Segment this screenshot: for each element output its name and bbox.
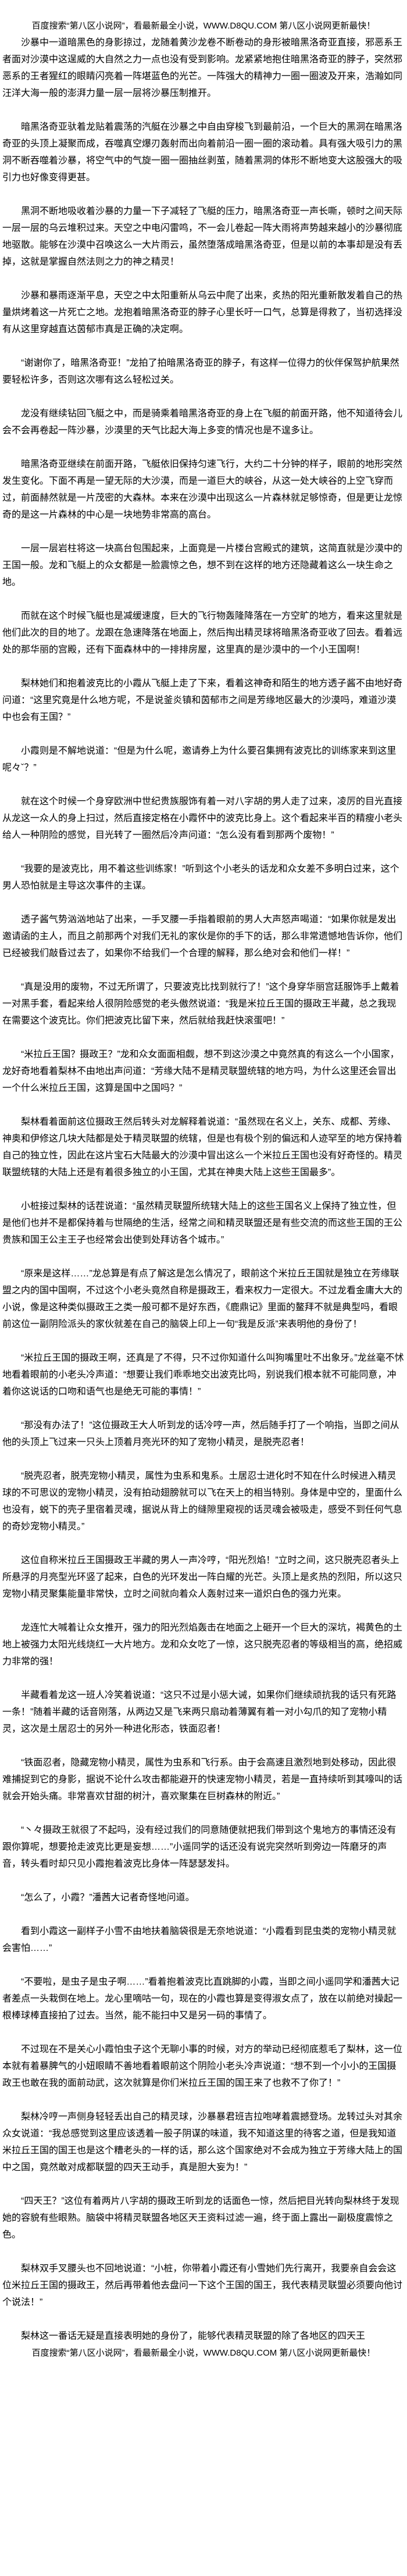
paragraph: 就在这个时候一个身穿欧洲中世纪贵族服饰有着一对八字胡的男人走了过来，凌厉的目光直… [2, 797, 403, 840]
paragraph: “四天王？”这位有着两片八字胡的摄政王听到龙的话面色一惊，然后把目光转向梨林终于… [2, 2196, 399, 2240]
paragraph: 龙连忙大喊着让众女推开，强力的阳光烈焰轰击在地面之上砸开一个巨大的深坑，褐黄色的… [2, 1623, 403, 1667]
site-banner-top: 百度搜索“第八区小说网”，看最新最全小说，WWW.D8QU.COM 第八区小说网… [31, 21, 376, 31]
paragraph: “铁面忍者，隐藏宠物小精灵，属性为虫系和飞行系。由于会高速且激烈地到处移动，因此… [2, 1758, 403, 1801]
paragraph: 黑洞不断地吸收着沙暴的力量一下子减轻了飞艇的压力，暗黑洛奇亚一声长嘶，顿时之间天… [2, 206, 403, 267]
paragraph: “怎么了，小霞？”潘茜大记者奇怪地问道。 [21, 1893, 195, 1903]
paragraph: “原来是这样……”龙总算是有点了解这是怎么情况了，眼前这个米拉丘王国就是独立在芳… [2, 1269, 403, 1329]
paragraph: 暗黑洛奇亚继续在前面开路，飞艇依旧保持匀速飞行，大约二十分钟的样子，眼前的地形突… [2, 459, 403, 520]
paragraph: “真是没用的废物，不过无所谓了，只要波克比找到就行了！”这个身穿华丽宫廷服饰手上… [2, 982, 399, 1026]
paragraph: “那没有办法了！”这位摄政王大人听到龙的话冷哼一声，然后随手打了一个响指，当即之… [2, 1421, 399, 1447]
paragraph: 梨林她们和抱着波克比的小霞从飞艇上走了下来，看着这神奇和陌生的地方透子酱不由地好… [2, 679, 403, 722]
paragraph: “脱壳忍者，脱壳宠物小精灵，属性为虫系和鬼系。土居忍士进化时不知在什么时候进入精… [2, 1471, 403, 1532]
paragraph: 暗黑洛奇亚驮着龙贴着震荡的汽艇在沙暴之中自由穿梭飞到最前沿，一个巨大的黑洞在暗黑… [2, 122, 403, 183]
chapter-content: 沙暴中一道暗黑色的身影掠过，龙随着黄沙龙卷不断卷动的身形被暗黑洛奇亚直接，邪恶系… [2, 34, 405, 2345]
paragraph: 一层一层岩柱将这一块高台包围起来，上面竟是一片楼台宫殿式的建筑，这简直就是沙漠中… [2, 544, 403, 587]
paragraph: 这位自称米拉丘王国摄政王半藏的男人一声冷哼，“阳光烈焰！”立时之间，这只脱壳忍者… [2, 1555, 403, 1599]
paragraph: 小桩接过梨林的话茬说道：“虽然精灵联盟所统辖大陆上的这些王国名义上保持了独立性，… [2, 1201, 403, 1245]
paragraph: 沙暴中一道暗黑色的身影掠过，龙随着黄沙龙卷不断卷动的身形被暗黑洛奇亚直接，邪恶系… [2, 38, 403, 98]
paragraph: “谢谢你了，暗黑洛奇亚！”龙拍了拍暗黑洛奇亚的脖子，有这样一位得力的伙伴保驾护航… [2, 358, 399, 385]
paragraph: 不过现在不是关心小霞怕虫子这个无聊小事的时候，对方的举动已经彻底惹毛了梨林，这一… [2, 2045, 403, 2088]
paragraph: 看到小霞这一副样子小雪不由地扶着脑袋很是无奈地说道：“小霞看到昆虫类的宠物小精灵… [2, 1926, 397, 1953]
site-banner-bottom: 百度搜索“第八区小说网”，看最新最全小说，WWW.D8QU.COM 第八区小说网… [31, 2348, 376, 2358]
paragraph: 龙没有继续钻回飞艇之中，而是骑乘着暗黑洛奇亚的身上在飞艇的前面开路，他不知道待会… [2, 409, 403, 436]
paragraph: 半藏看着龙这一班人冷笑着说道：“这只不过是小惩大诫，如果你们继续顽抗我的话只有死… [2, 1690, 397, 1734]
chapter-page: 百度搜索“第八区小说网”，看最新最全小说，WWW.D8QU.COM 第八区小说网… [2, 21, 405, 2358]
paragraph: 梨林冷哼一声侧身轻轻丢出自己的精灵球，沙暴暴君班吉拉咆哮着震撼登场。龙转过头对其… [2, 2112, 403, 2172]
paragraph: 梨林这一番话无疑是直接表明她的身份了，能够代表精灵联盟的除了各地区的四天王 [21, 2331, 366, 2341]
paragraph: “米拉丘王国？摄政王？”龙和众女面面相觑，想不到这沙漠之中竟然真的有这么一个小国… [2, 1050, 399, 1093]
paragraph: “丶々摄政王就很了不起吗，没有经过我们的同意随便就把我们带到这个鬼地方的事情还没… [2, 1825, 397, 1869]
paragraph: 而就在这个时候飞艇也是减缓速度，巨大的飞行物轰隆降落在一方空旷的地方，看来这里就… [2, 611, 403, 655]
paragraph: 透子酱气势汹汹地站了出来，一手叉腰一手指着眼前的男人大声怒声喝道：“如果你就是发… [2, 915, 403, 958]
paragraph: 沙暴和暴雨逐渐平息，天空之中太阳重新从乌云中爬了出来，炙热的阳光重新散发着自己的… [2, 291, 403, 334]
paragraph: 小霞则是不解地说道：“但是为什么呢，邀请券上为什么要召集拥有波克比的训练家来到这… [2, 746, 397, 773]
paragraph: “我要的是波克比，用不着这些训练家！”听到这个小老头的话龙和众女差不多明白过来，… [2, 864, 399, 891]
paragraph: 梨林看着面前这位摄政王然后转头对龙解释着说道：“虽然现在名义上，关东、成都、芳缘… [2, 1117, 403, 1178]
paragraph: 梨林双手叉腰头也不回地说道：“小桩，你带着小霞还有小雪她们先行离开，我要亲自会会… [2, 2264, 403, 2307]
paragraph: “米拉丘王国的摄政王啊，还真是了不得，只不过你知道什么叫狗嘴里吐不出象牙。”龙丝… [2, 1353, 404, 1397]
paragraph: “不要啦，是虫子是虫子啊……”看着抱着波克比直跳脚的小霞，当即之间小遥同学和潘茜… [2, 1977, 403, 2021]
